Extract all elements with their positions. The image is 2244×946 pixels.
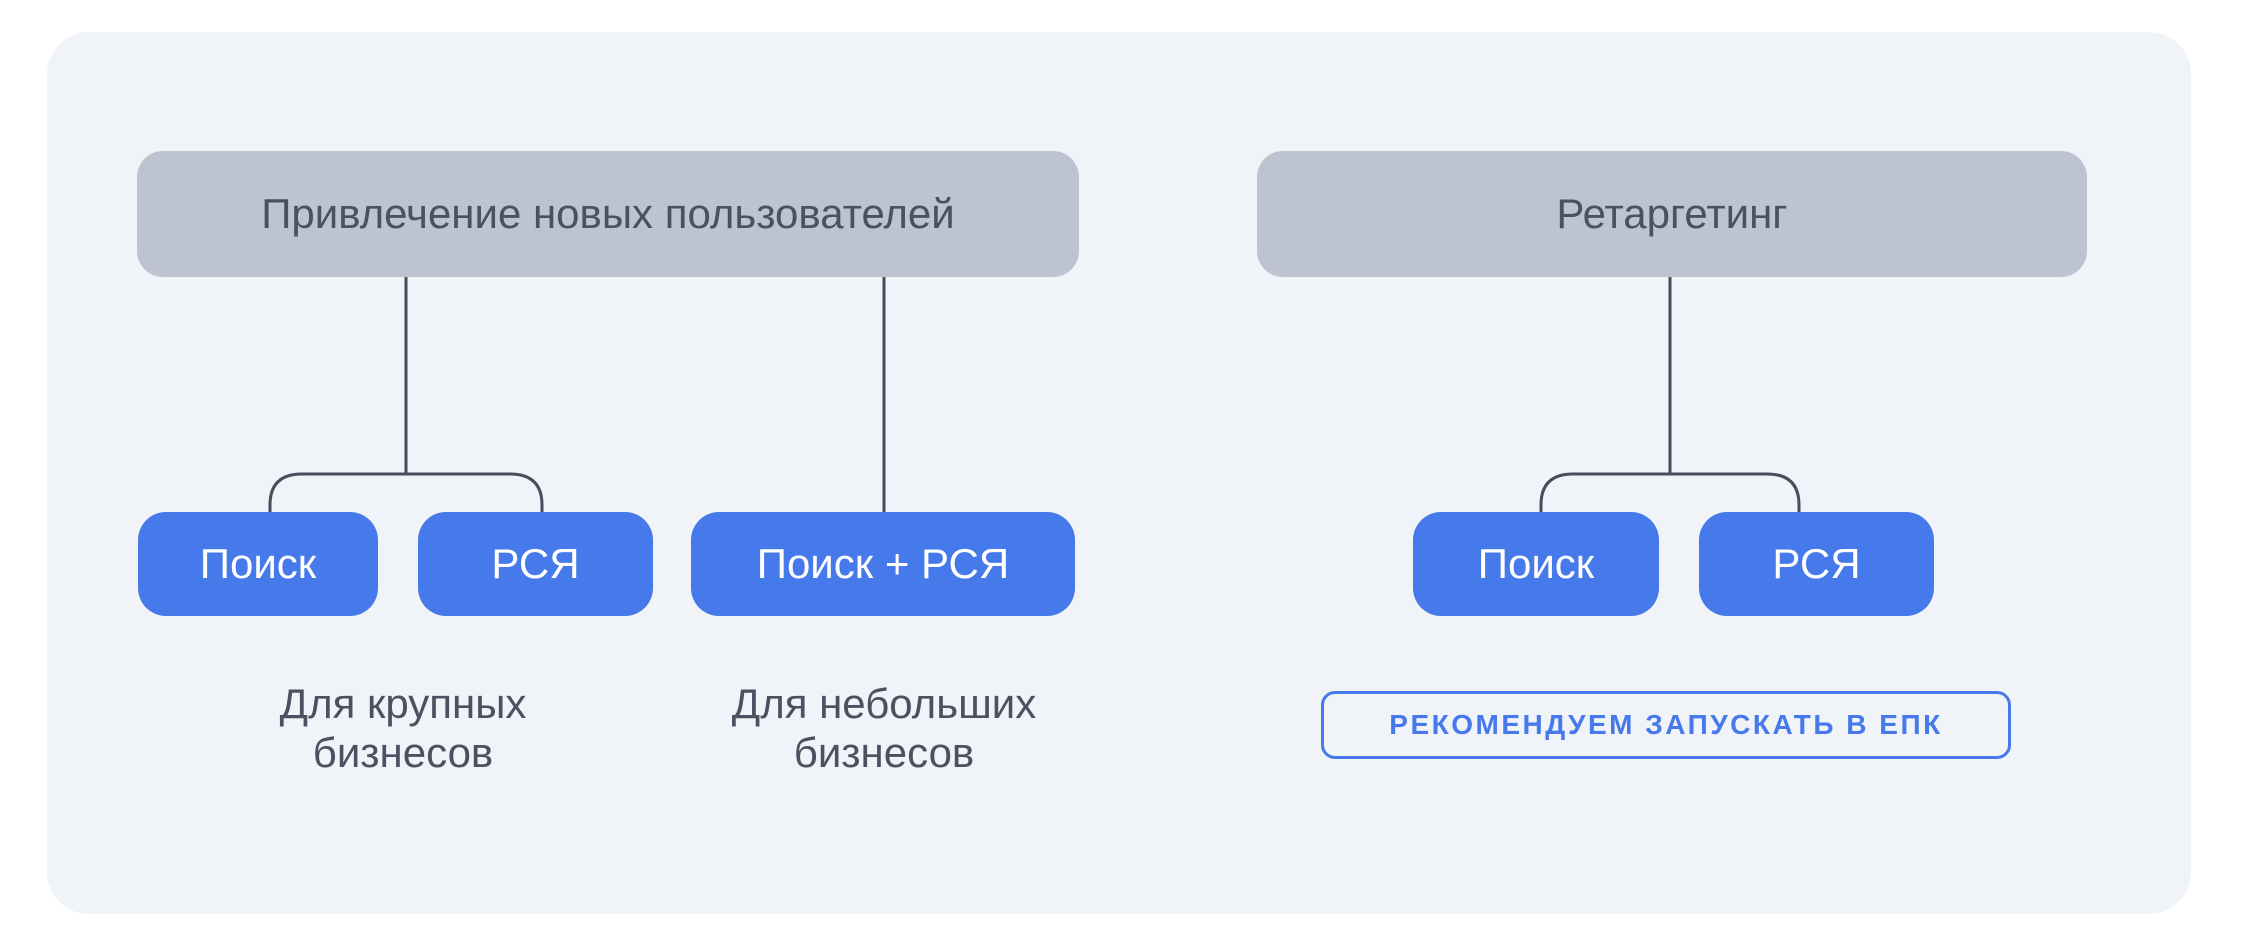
node-retargeting-rsya: РСЯ <box>1699 512 1934 616</box>
header-new-users: Привлечение новых пользователей <box>137 151 1079 277</box>
caption-small-businesses: Для небольших бизнесов <box>731 680 1037 776</box>
node-retargeting-search: Поиск <box>1413 512 1659 616</box>
header-retargeting: Ретаргетинг <box>1257 151 2087 277</box>
node-new-users-search-plus-rsya: Поиск + РСЯ <box>691 512 1075 616</box>
node-new-users-search: Поиск <box>138 512 378 616</box>
caption-large-businesses: Для крупных бизнесов <box>279 680 527 776</box>
badge-recommend-epk: РЕКОМЕНДУЕМ ЗАПУСКАТЬ В ЕПК <box>1321 691 2011 759</box>
node-new-users-rsya: РСЯ <box>418 512 653 616</box>
